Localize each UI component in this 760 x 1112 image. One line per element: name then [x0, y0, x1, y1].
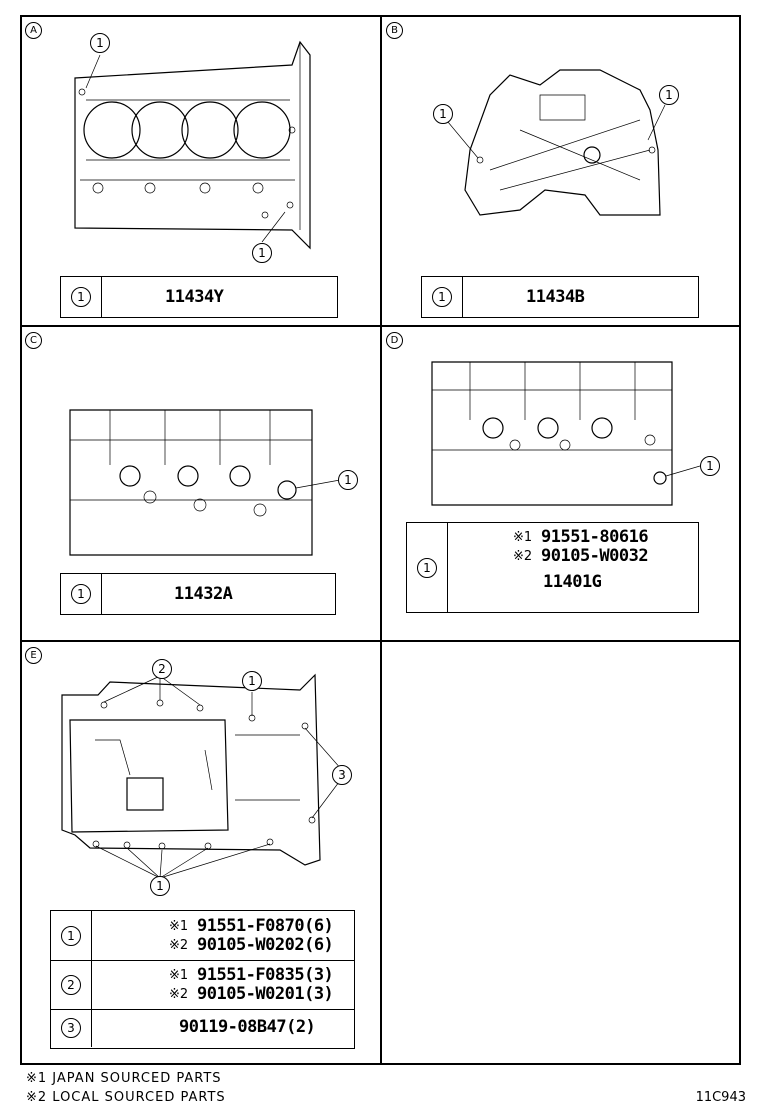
panel-e-row-1-part-2: 90105-W0202(6)	[197, 935, 334, 955]
panel-c-callout: 1	[338, 470, 358, 490]
panel-b-part-table: 1 11434B	[421, 276, 699, 318]
panel-e-row-1: 1 ※1 91551-F0870(6) ※2 90105-W0202(6)	[51, 911, 354, 961]
panel-e-callout-1-bottom: 1	[150, 876, 170, 896]
panel-d-block-drawing	[431, 361, 701, 506]
footnote-japan: ※1 JAPAN SOURCED PARTS	[26, 1071, 222, 1086]
panel-e-letter: E	[25, 647, 42, 664]
panel-b-part-number: 11434B	[526, 287, 585, 307]
panel-d-part-2: 90105-W0032	[541, 546, 649, 566]
panel-c-part-table: 1 11432A	[60, 573, 336, 615]
panel-b-callout-left: 1	[433, 104, 453, 124]
footnote-local: ※2 LOCAL SOURCED PARTS	[26, 1090, 226, 1105]
panel-b-callout-right: 1	[659, 85, 679, 105]
panel-d-mark-2: ※2	[513, 549, 533, 564]
panel-e-part-table: 1 ※1 91551-F0870(6) ※2 90105-W0202(6) 2 …	[50, 910, 355, 1049]
panel-e-row-2-part-1: 91551-F0835(3)	[197, 965, 334, 985]
panel-e-row-2-mark-1: ※1	[169, 968, 189, 983]
panel-b-letter: B	[386, 22, 403, 39]
diagram-code: 11C943	[695, 1090, 746, 1105]
panel-b-table-callout: 1	[432, 287, 452, 307]
panel-e-row-1-callout: 1	[61, 926, 81, 946]
panel-d-mark-1: ※1	[513, 530, 533, 545]
panel-e-row-2-callout: 2	[61, 975, 81, 995]
panel-b-block-drawing	[447, 69, 666, 216]
panel-c-part-number: 11432A	[174, 584, 233, 604]
panel-a-callout-bottom: 1	[252, 243, 272, 263]
panel-a-part-table: 1 11434Y	[60, 276, 338, 318]
panel-d-part-1: 91551-80616	[541, 527, 649, 547]
panel-a-letter: A	[25, 22, 42, 39]
panel-d-table-callout: 1	[417, 558, 437, 578]
panel-e-oil-pan-drawing	[61, 673, 343, 879]
panel-a-block-drawing	[74, 40, 311, 250]
panel-e-row-1-part-1: 91551-F0870(6)	[197, 916, 334, 936]
panel-d-part-table: 1 ※1 91551-80616 ※2 90105-W0032 11401G	[406, 522, 699, 613]
panel-e-row-2-part-2: 90105-W0201(3)	[197, 984, 334, 1004]
row-divider-2	[20, 640, 741, 642]
panel-e-callout-2: 2	[152, 659, 172, 679]
panel-e-row-2: 2 ※1 91551-F0835(3) ※2 90105-W0201(3)	[51, 961, 354, 1010]
panel-c-table-callout: 1	[71, 584, 91, 604]
panel-a-callout-top: 1	[90, 33, 110, 53]
row-divider-1	[20, 325, 741, 327]
panel-e-row-1-mark-1: ※1	[169, 919, 189, 934]
vertical-divider	[380, 15, 382, 1065]
panel-d-callout: 1	[700, 456, 720, 476]
panel-a-part-number: 11434Y	[165, 287, 224, 307]
panel-d-part-3: 11401G	[543, 572, 602, 592]
panel-d-letter: D	[386, 332, 403, 349]
panel-c-block-drawing	[69, 409, 341, 556]
panel-e-row-3-part-1: 90119-08B47(2)	[179, 1017, 316, 1037]
panel-e-row-3: 3 90119-08B47(2)	[51, 1010, 354, 1047]
panel-c-letter: C	[25, 332, 42, 349]
panel-e-callout-1-top: 1	[242, 671, 262, 691]
panel-e-row-3-callout: 3	[61, 1018, 81, 1038]
panel-e-row-2-mark-2: ※2	[169, 987, 189, 1002]
panel-e-callout-3: 3	[332, 765, 352, 785]
panel-a-table-callout: 1	[71, 287, 91, 307]
panel-e-row-1-mark-2: ※2	[169, 938, 189, 953]
